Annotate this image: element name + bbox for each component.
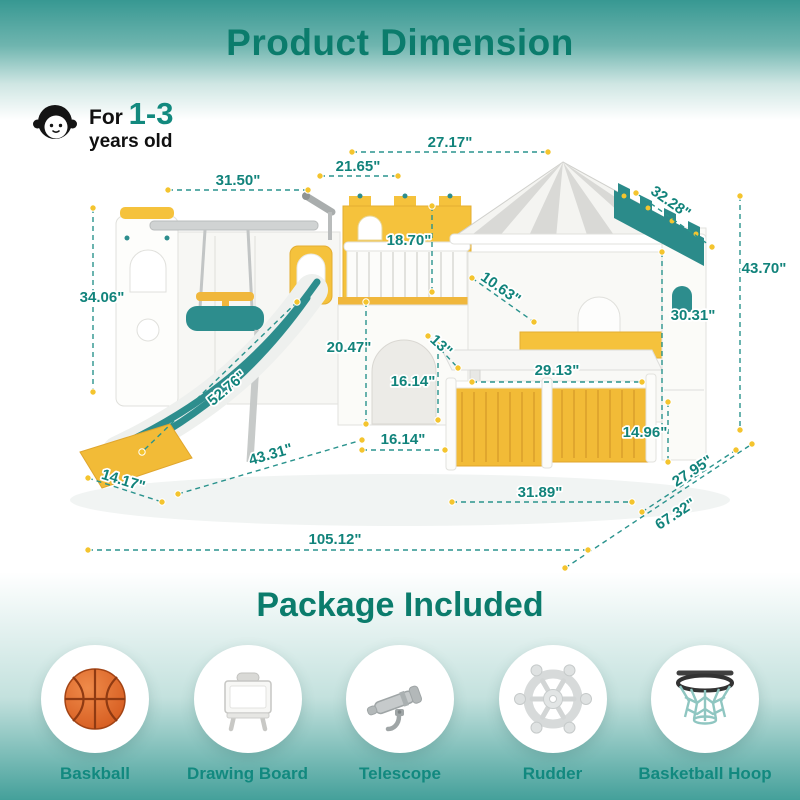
age-prefix: For <box>89 106 123 129</box>
yellow-fence <box>445 373 657 471</box>
package-title: Package Included <box>256 586 544 624</box>
child-face-icon <box>33 105 77 140</box>
telescope-accessory <box>302 192 336 240</box>
item-label: Telescope <box>359 764 441 783</box>
age-badge: For 1-3 years old <box>30 96 173 151</box>
telescope-icon <box>366 685 423 732</box>
dimension-label: 43.70" <box>742 260 787 277</box>
dimension-label: 18.70" <box>387 232 432 249</box>
dimension-label: 21.65" <box>336 158 381 175</box>
package-items: Baskball Drawing Board <box>0 645 800 784</box>
drawing-board-icon <box>223 672 272 732</box>
center-house <box>337 193 473 426</box>
dimension-label: 34.06" <box>80 289 125 306</box>
item-circle <box>193 645 302 753</box>
dimension-label: 20.47" <box>327 339 372 356</box>
item-label: Baskball <box>60 764 130 783</box>
package-section: Package Included <box>0 572 800 800</box>
dimension-label: 16.14" <box>381 431 426 448</box>
dimension-label: 29.13" <box>535 362 580 379</box>
package-item-drawing-board: Drawing Board <box>177 645 319 784</box>
dimension-label: 105.12" <box>309 531 362 548</box>
age-range: 1-3 <box>128 96 174 131</box>
item-circle <box>346 645 454 753</box>
header-banner <box>0 0 800 120</box>
basketball-hoop-icon <box>676 670 734 725</box>
package-item-telescope: Telescope <box>329 645 471 784</box>
item-label: Basketball Hoop <box>638 764 772 783</box>
page-title: Product Dimension <box>226 22 574 63</box>
dimension-label: 14.96" <box>623 424 668 441</box>
item-circle <box>41 645 149 753</box>
age-suffix: years old <box>89 130 173 152</box>
dimension-label: 16.14" <box>391 373 436 390</box>
item-label: Drawing Board <box>187 764 308 783</box>
ground-shadow <box>70 474 730 526</box>
package-item-rudder: Rudder <box>482 645 624 784</box>
dimension-lines <box>84 148 756 572</box>
age-text: For 1-3 years old <box>89 96 173 151</box>
package-item-basketball: Baskball <box>24 645 166 784</box>
item-circle <box>498 645 607 753</box>
dimension-label: 31.89" <box>518 484 563 501</box>
package-item-basketball-hoop: Basketball Hoop <box>634 645 776 784</box>
dimension-label: 27.17" <box>428 134 473 151</box>
dimension-label: 31.50" <box>216 172 261 189</box>
basketball-icon <box>64 668 126 730</box>
item-circle <box>651 645 759 753</box>
rudder-icon <box>513 664 592 734</box>
dimension-label: 30.31" <box>671 307 716 324</box>
item-label: Rudder <box>522 764 583 783</box>
